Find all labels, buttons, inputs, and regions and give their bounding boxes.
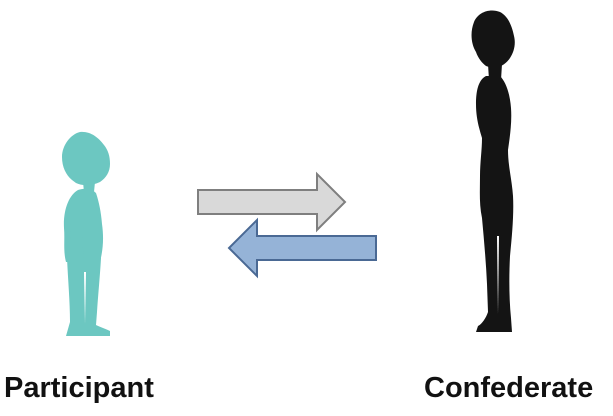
participant-figure <box>62 132 110 336</box>
participant-legs <box>66 258 110 336</box>
confederate-head <box>472 10 515 68</box>
arrow-left <box>229 220 376 276</box>
participant-label: Participant <box>4 370 154 406</box>
confederate-figure <box>472 10 515 332</box>
participant-head <box>62 132 110 185</box>
confederate-label: Confederate <box>424 370 593 406</box>
arrow-right <box>198 174 345 230</box>
